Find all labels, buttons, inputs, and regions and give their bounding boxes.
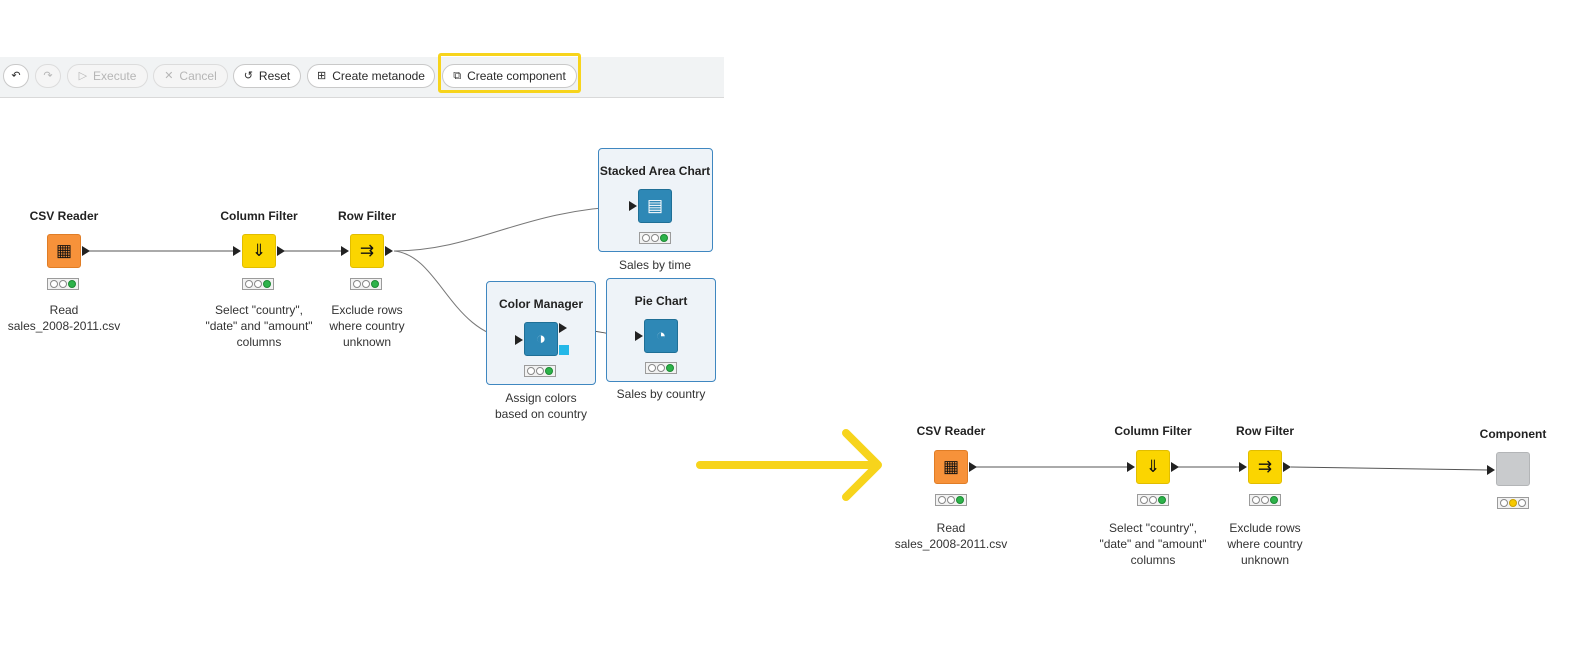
status-indicator: [242, 278, 274, 290]
status-indicator: [1497, 497, 1529, 509]
execute-icon: ▷: [78, 69, 88, 82]
status-indicator: [524, 365, 556, 377]
input-port[interactable]: [1239, 462, 1247, 472]
stacked-area-node[interactable]: ▤: [638, 189, 672, 223]
redo-icon: ↷: [43, 69, 53, 82]
stacked-area-title: Stacked Area Chart: [599, 164, 711, 178]
cancel-label: Cancel: [179, 69, 217, 83]
after-column-filter-caption: Select "country", "date" and "amount" co…: [1099, 521, 1207, 567]
undo-icon: ↶: [11, 69, 21, 82]
output-port[interactable]: [82, 246, 90, 256]
row-filter-caption: Exclude rows where country unknown: [329, 303, 405, 349]
column-filter-icon: ⇓: [1145, 457, 1161, 476]
after-csv-reader-caption: Read sales_2008-2011.csv: [894, 521, 1008, 551]
color-manager-title: Color Manager: [498, 297, 583, 311]
component-node[interactable]: [1496, 452, 1530, 486]
color-model-port[interactable]: [559, 345, 569, 355]
row-filter-icon: ⇉: [359, 241, 375, 260]
status-indicator: [350, 278, 382, 290]
pie-chart-node[interactable]: ◔: [644, 319, 678, 353]
status-indicator: [935, 494, 967, 506]
input-port[interactable]: [1487, 465, 1495, 475]
output-port[interactable]: [1283, 462, 1291, 472]
after-csv-reader-node[interactable]: ▦: [934, 450, 968, 484]
after-row-filter-caption: Exclude rows where country unknown: [1227, 521, 1303, 567]
area-chart-icon: ▤: [646, 196, 664, 215]
workflow-toolbar: ↶ ↷ ▷ Execute ✕ Cancel ↺ Reset ⊞ Create …: [0, 57, 724, 98]
status-indicator: [1137, 494, 1169, 506]
color-drop-icon: ◑: [535, 329, 547, 348]
connection-row-stacked: [393, 205, 631, 252]
csv-reader-node[interactable]: ▦: [47, 234, 81, 268]
csv-reader-caption: Read sales_2008-2011.csv: [7, 303, 121, 333]
after-column-filter-node[interactable]: ⇓: [1136, 450, 1170, 484]
output-port[interactable]: [969, 462, 977, 472]
reset-button[interactable]: ↺ Reset: [233, 64, 301, 88]
output-port[interactable]: [277, 246, 285, 256]
create-component-button[interactable]: ⧉ Create component: [442, 64, 577, 88]
stacked-area-caption: Sales by time: [618, 258, 692, 272]
output-port[interactable]: [559, 323, 567, 333]
row-filter-node[interactable]: ⇉: [350, 234, 384, 268]
table-read-icon: ▦: [942, 457, 960, 476]
input-port[interactable]: [635, 331, 643, 341]
metanode-icon: ⊞: [317, 69, 327, 82]
color-manager-node[interactable]: ◑: [524, 322, 558, 356]
input-port[interactable]: [233, 246, 241, 256]
color-manager-caption: Assign colors based on country: [494, 391, 588, 421]
input-port[interactable]: [1127, 462, 1135, 472]
input-port[interactable]: [515, 335, 523, 345]
reset-label: Reset: [258, 69, 291, 83]
pie-chart-icon: ◔: [655, 326, 667, 345]
column-filter-caption: Select "country", "date" and "amount" co…: [205, 303, 313, 349]
create-metanode-button[interactable]: ⊞ Create metanode: [307, 64, 435, 88]
cancel-button[interactable]: ✕ Cancel: [153, 64, 228, 88]
pie-chart-caption: Sales by country: [616, 387, 706, 401]
after-column-filter-title: Column Filter: [1114, 424, 1192, 438]
status-indicator: [645, 362, 677, 374]
execute-label: Execute: [93, 69, 137, 83]
column-filter-icon: ⇓: [251, 241, 267, 260]
input-port[interactable]: [629, 201, 637, 211]
csv-reader-title: CSV Reader: [29, 209, 99, 223]
undo-button[interactable]: ↶: [3, 64, 29, 88]
create-metanode-label: Create metanode: [332, 69, 425, 83]
create-component-label: Create component: [467, 69, 566, 83]
pie-chart-title: Pie Chart: [634, 294, 688, 308]
after-csv-reader-title: CSV Reader: [916, 424, 986, 438]
status-indicator: [639, 232, 671, 244]
output-port[interactable]: [385, 246, 393, 256]
cancel-icon: ✕: [164, 69, 174, 82]
table-read-icon: ▦: [55, 241, 73, 260]
create-component-highlight: [438, 53, 581, 93]
column-filter-node[interactable]: ⇓: [242, 234, 276, 268]
component-icon: ⧉: [453, 69, 462, 82]
after-row-filter-node[interactable]: ⇉: [1248, 450, 1282, 484]
row-filter-title: Row Filter: [337, 209, 396, 223]
input-port[interactable]: [341, 246, 349, 256]
connection-after-row-component: [1290, 466, 1489, 471]
transition-arrow: [696, 429, 882, 501]
column-filter-title: Column Filter: [220, 209, 298, 223]
row-filter-icon: ⇉: [1257, 457, 1273, 476]
after-row-filter-title: Row Filter: [1235, 424, 1294, 438]
output-port[interactable]: [1171, 462, 1179, 472]
status-indicator: [47, 278, 79, 290]
status-indicator: [1249, 494, 1281, 506]
execute-button[interactable]: ▷ Execute: [67, 64, 148, 88]
redo-button[interactable]: ↷: [35, 64, 61, 88]
reset-icon: ↺: [243, 69, 253, 82]
component-title: Component: [1479, 427, 1547, 441]
